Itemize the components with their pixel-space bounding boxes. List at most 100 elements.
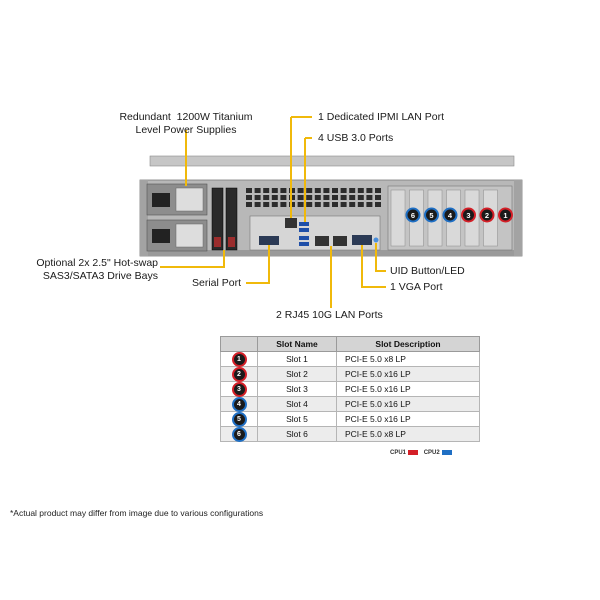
drive-bay-1-release xyxy=(214,237,221,247)
cpu2-legend-label: CPU2 xyxy=(423,450,440,457)
pcie-slot-badge-number: 2 xyxy=(485,211,489,220)
vent-hole xyxy=(366,188,373,193)
vent-hole xyxy=(340,202,347,207)
serial-port xyxy=(259,236,279,245)
vent-hole xyxy=(297,202,304,207)
drive-bay-1 xyxy=(211,187,224,251)
slot-description: PCI-E 5.0 x16 LP xyxy=(336,381,480,397)
callout-serial: Serial Port xyxy=(192,277,242,289)
vent-hole xyxy=(314,195,321,200)
header-slot-description: Slot Description xyxy=(336,336,480,352)
vent-hole xyxy=(357,202,364,207)
vent-hole xyxy=(323,202,330,207)
slot-name: Slot 2 xyxy=(257,366,337,382)
slot-badge-cell: 6 xyxy=(220,426,258,442)
psu-1-plug xyxy=(152,193,170,207)
cpu-legend: CPU1 CPU2 xyxy=(390,450,456,456)
vent-hole xyxy=(332,195,338,200)
slot-table-header: Slot Name Slot Description xyxy=(220,336,480,352)
pcie-slot-badge-number: 5 xyxy=(429,211,433,220)
vent-hole xyxy=(297,195,304,200)
slot-name: Slot 4 xyxy=(257,396,337,412)
vent-hole xyxy=(246,195,252,200)
vent-hole xyxy=(366,202,373,207)
slot-number-badge: 3 xyxy=(233,383,245,395)
vent-hole xyxy=(314,188,321,193)
vent-hole xyxy=(375,188,381,193)
slot-name: Slot 5 xyxy=(257,411,337,427)
pcie-slot-badge-number: 6 xyxy=(411,211,415,220)
slot-description: PCI-E 5.0 x8 LP xyxy=(336,426,480,442)
vent-hole xyxy=(297,188,304,193)
slot-description: PCI-E 5.0 x16 LP xyxy=(336,411,480,427)
vent-hole xyxy=(349,195,356,200)
pcie-slot-brackets xyxy=(390,189,498,247)
disclaimer: *Actual product may differ from image du… xyxy=(10,508,264,518)
slot-description: PCI-E 5.0 x16 LP xyxy=(336,366,480,382)
slot-name: Slot 6 xyxy=(257,426,337,442)
vent-hole xyxy=(349,202,356,207)
callout-power-supplies: Redundant 1200W Titanium Level Power Sup… xyxy=(119,111,253,136)
callout-uid: UID Button/LED xyxy=(390,265,465,277)
leader-uid xyxy=(375,243,386,272)
vent-hole xyxy=(254,188,261,193)
vent-hole xyxy=(340,195,347,200)
vent-hole xyxy=(349,188,356,193)
pcie-slot-badge xyxy=(405,207,421,223)
vent-hole xyxy=(280,195,287,200)
vent-hole xyxy=(357,188,364,193)
vent-hole xyxy=(314,202,321,207)
ipmi-port xyxy=(285,218,297,228)
vent-hole xyxy=(375,195,381,200)
pcie-slot-badge xyxy=(442,207,458,223)
usb-port-4 xyxy=(299,242,309,246)
vent-hole xyxy=(306,202,313,207)
vent-hole xyxy=(332,202,338,207)
callout-vga: 1 VGA Port xyxy=(390,281,443,293)
slot-name: Slot 1 xyxy=(257,351,337,367)
vent-hole xyxy=(280,202,287,207)
header-slot-name: Slot Name xyxy=(257,336,337,352)
slot-badge-cell: 2 xyxy=(220,366,258,382)
usb-port-1 xyxy=(299,222,309,226)
uid-button xyxy=(373,237,379,243)
leader-vga xyxy=(361,245,386,288)
slot-name: Slot 3 xyxy=(257,381,337,397)
vent-hole xyxy=(271,188,278,193)
vent-hole xyxy=(254,202,261,207)
pcie-slot-badge-number: 3 xyxy=(466,211,470,220)
vent-hole xyxy=(263,195,270,200)
cpu2-swatch xyxy=(441,450,452,455)
vent-hole xyxy=(246,202,252,207)
callout-ipmi: 1 Dedicated IPMI LAN Port xyxy=(318,111,445,123)
header-badge xyxy=(220,336,258,352)
pcie-slot-badge xyxy=(498,207,513,223)
slot-number-badge: 5 xyxy=(233,413,245,425)
psu-1-fan xyxy=(175,187,204,212)
slot-description: PCI-E 5.0 x16 LP xyxy=(336,396,480,412)
slot-badge-cell: 3 xyxy=(220,381,258,397)
usb-port-2 xyxy=(299,228,309,232)
slot-description: PCI-E 5.0 x8 LP xyxy=(336,351,480,367)
vent-hole xyxy=(271,195,278,200)
psu-2-fan xyxy=(175,223,204,248)
vent-grid xyxy=(246,188,381,207)
pcie-slot-bracket xyxy=(390,189,406,247)
vent-hole xyxy=(323,195,330,200)
chassis-top-rim xyxy=(149,155,515,167)
pcie-slot-badge-number: 4 xyxy=(448,211,453,220)
slot-badge-cell: 4 xyxy=(220,396,258,412)
drive-bay-2-release xyxy=(228,237,235,247)
vent-hole xyxy=(254,195,261,200)
vent-hole xyxy=(332,188,338,193)
slot-number-badge: 2 xyxy=(233,368,245,380)
vent-hole xyxy=(375,202,381,207)
